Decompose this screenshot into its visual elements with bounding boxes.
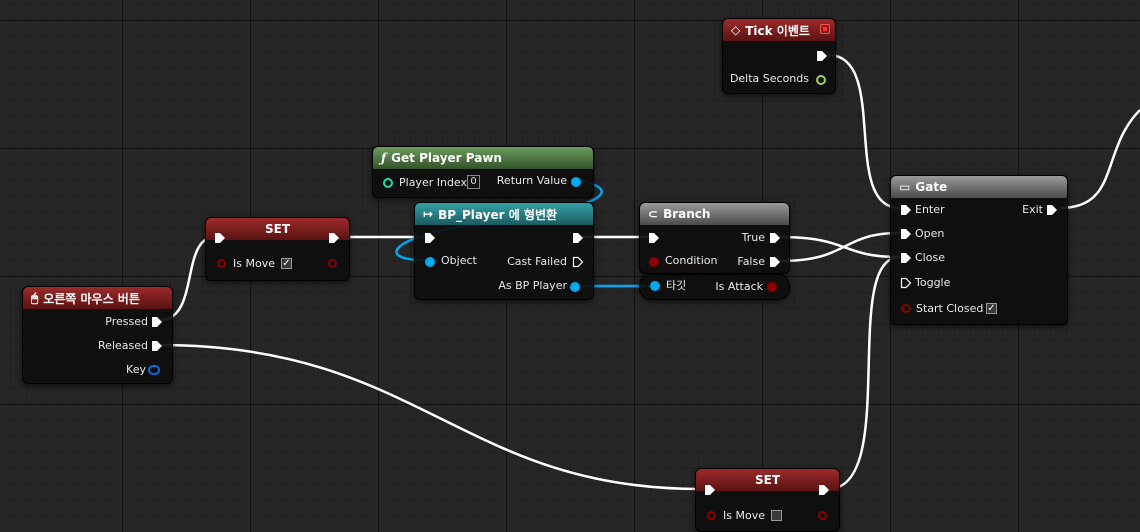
key-label: Key	[126, 363, 146, 376]
set1-exec-out-pin[interactable]	[328, 232, 340, 244]
get-is-attack-node[interactable]: 타깃 Is Attack	[639, 274, 790, 300]
close-label: Close	[915, 251, 945, 264]
cast-arrow-icon: ↦	[423, 207, 434, 221]
start-closed-checkbox[interactable]: ✓	[986, 303, 997, 314]
open-exec-pin[interactable]	[900, 228, 912, 240]
wire-false-to-open	[779, 231, 901, 263]
get-player-pawn-node[interactable]: ƒ Get Player Pawn Player Index 0 Return …	[372, 146, 594, 198]
cast-to-bp-player-node[interactable]: ↦ BP_Player 에 형변환 Object Cast Failed As …	[414, 202, 594, 300]
tick-event-title: Tick 이벤트	[745, 23, 810, 38]
delta-seconds-label: Delta Seconds	[729, 72, 809, 85]
get-player-pawn-header[interactable]: ƒ Get Player Pawn	[373, 147, 593, 169]
toggle-label: Toggle	[915, 276, 951, 289]
set2-title: SET	[754, 473, 781, 487]
true-exec-pin[interactable]	[769, 232, 781, 244]
set-is-move-node-2[interactable]: SET Is Move	[695, 468, 840, 532]
set1-checkbox[interactable]: ✓	[281, 258, 292, 269]
set2-var-label: Is Move	[723, 509, 765, 522]
set1-bool-out-pin[interactable]	[328, 259, 337, 268]
set2-bool-in-pin[interactable]	[707, 511, 716, 520]
condition-label: Condition	[665, 254, 718, 267]
close-exec-pin[interactable]	[900, 252, 912, 264]
set1-var-label: Is Move	[233, 257, 275, 270]
set1-header[interactable]: SET	[206, 218, 349, 240]
cast-header[interactable]: ↦ BP_Player 에 형변환	[415, 203, 593, 225]
cast-title: BP_Player 에 형변환	[438, 207, 558, 222]
mouse-event-title: 오른쪽 마우스 버튼	[43, 291, 140, 306]
cast-exec-in-pin[interactable]	[424, 232, 436, 244]
return-value-pin[interactable]	[571, 177, 581, 187]
true-label: True	[741, 231, 765, 244]
wire-true-to-close	[779, 235, 901, 259]
branch-exec-in-pin[interactable]	[648, 232, 660, 244]
set2-exec-in-pin[interactable]	[704, 484, 716, 496]
wire-released-to-set2	[159, 343, 701, 491]
set2-bool-out-pin[interactable]	[818, 511, 827, 520]
player-index-input[interactable]: 0	[467, 175, 480, 189]
gate-icon: ▭	[899, 180, 911, 194]
released-label: Released	[98, 339, 148, 352]
gate-header[interactable]: ▭ Gate	[891, 176, 1067, 198]
player-index-label: Player Index	[399, 176, 468, 189]
set-is-move-node-1[interactable]: SET Is Move ✓	[205, 217, 350, 281]
object-label: Object	[441, 254, 477, 267]
wire-exit-out	[1059, 109, 1140, 210]
delta-seconds-pin[interactable]	[816, 75, 826, 85]
set1-title: SET	[264, 222, 291, 236]
cast-failed-exec-pin[interactable]	[572, 256, 584, 268]
enter-exec-pin[interactable]	[900, 204, 912, 216]
as-bp-player-label: As BP Player	[498, 279, 567, 292]
wire-set2-to-close	[827, 255, 901, 491]
object-pin[interactable]	[425, 257, 435, 267]
gate-node[interactable]: ▭ Gate Enter Exit Open Close Toggle Star…	[890, 175, 1068, 325]
set1-bool-in-pin[interactable]	[217, 259, 226, 268]
right-mouse-event-node[interactable]: 🖱 오른쪽 마우스 버튼 Pressed Released Key	[22, 286, 173, 384]
delegate-pin-icon[interactable]	[820, 24, 830, 34]
pressed-exec-pin[interactable]	[151, 316, 163, 328]
branch-header[interactable]: ⊂ Branch	[640, 203, 789, 225]
target-pin[interactable]	[650, 281, 660, 291]
pressed-label: Pressed	[105, 315, 148, 328]
branch-node[interactable]: ⊂ Branch True Condition False	[639, 202, 790, 274]
cast-exec-out-pin[interactable]	[572, 232, 584, 244]
set2-exec-out-pin[interactable]	[818, 484, 830, 496]
exit-label: Exit	[1022, 203, 1043, 216]
gate-title: Gate	[915, 180, 948, 194]
toggle-exec-pin[interactable]	[900, 277, 912, 289]
key-struct-pin[interactable]	[148, 365, 160, 375]
as-bp-player-pin[interactable]	[570, 282, 580, 292]
start-closed-pin[interactable]	[901, 304, 911, 313]
set2-header[interactable]: SET	[696, 469, 839, 491]
mouse-icon: 🖱	[31, 290, 39, 305]
target-label: 타깃	[666, 279, 687, 292]
false-exec-pin[interactable]	[769, 256, 781, 268]
is-attack-label: Is Attack	[715, 280, 763, 293]
exit-exec-pin[interactable]	[1046, 204, 1058, 216]
get-player-pawn-title: Get Player Pawn	[391, 151, 502, 165]
set1-exec-in-pin[interactable]	[214, 232, 226, 244]
function-icon: ƒ	[381, 151, 387, 165]
released-exec-pin[interactable]	[151, 340, 163, 352]
is-attack-pin[interactable]	[767, 282, 777, 292]
wire-tick-to-enter	[827, 53, 901, 210]
condition-pin[interactable]	[649, 257, 659, 267]
return-value-label: Return Value	[496, 174, 567, 187]
false-label: False	[737, 255, 765, 268]
player-index-pin[interactable]	[383, 178, 393, 188]
tick-event-node[interactable]: ◇ Tick 이벤트 Delta Seconds	[722, 18, 836, 94]
event-diamond-icon: ◇	[731, 23, 741, 37]
tick-event-header[interactable]: ◇ Tick 이벤트	[723, 19, 835, 41]
set2-checkbox[interactable]	[771, 510, 782, 521]
open-label: Open	[915, 227, 945, 240]
exec-out-pin[interactable]	[816, 50, 828, 62]
mouse-event-header[interactable]: 🖱 오른쪽 마우스 버튼	[23, 287, 172, 309]
branch-title: Branch	[663, 207, 711, 221]
enter-label: Enter	[915, 203, 945, 216]
cast-failed-label: Cast Failed	[507, 255, 567, 268]
start-closed-label: Start Closed	[916, 302, 984, 315]
branch-icon: ⊂	[648, 207, 659, 221]
